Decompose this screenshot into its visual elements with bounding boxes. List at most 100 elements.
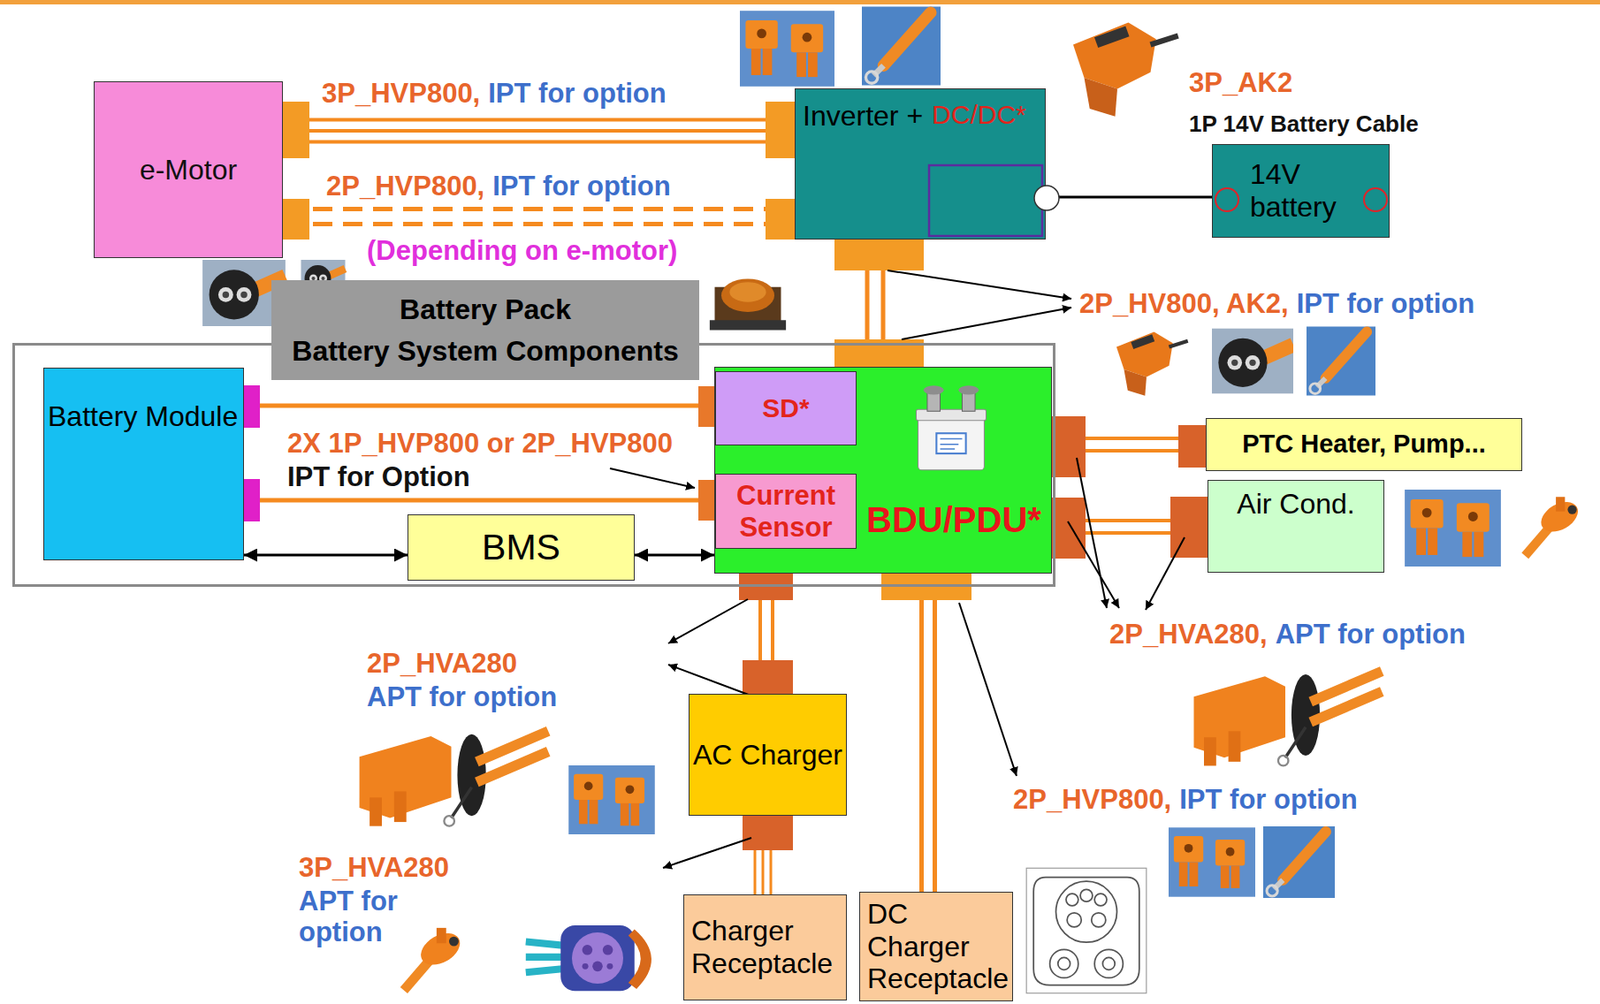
cable-spec-label: 2P_HVP800,	[326, 170, 485, 203]
connector-photo	[1404, 489, 1501, 567]
connector-line	[243, 403, 716, 409]
label-group: 2P_HVA280APT for option	[366, 647, 557, 713]
connector-line	[282, 140, 795, 145]
node-body: DC Charger Receptacle	[860, 892, 1013, 1001]
battery-module-box: Battery Module	[43, 367, 244, 561]
current-sensor-box: Current Sensor	[715, 473, 857, 549]
cable-spec-label: (Depending on e-motor)	[366, 235, 678, 267]
label-group: 2P_HVP800,IPT for option	[1013, 784, 1358, 816]
leader-arrow	[901, 307, 1072, 340]
hv-cable	[921, 573, 936, 892]
socket-photo	[709, 278, 786, 330]
label-group: 2X 1P_HVP800 or 2P_HVP800IPT for Option	[287, 427, 673, 493]
battery-terminal	[1363, 188, 1387, 212]
leader-arrow	[668, 599, 748, 644]
connector-layer	[243, 120, 1212, 896]
plug	[1170, 496, 1212, 558]
charging-inlet-photo	[525, 925, 652, 991]
label-group: 3P_HVP800,IPT for option	[321, 77, 667, 110]
connector-line	[243, 554, 408, 557]
cable-spec-label: IPT for Option	[287, 461, 471, 494]
node-body: Air Cond.	[1208, 480, 1384, 572]
box-text: DC Charger Receptacle	[867, 898, 1009, 996]
plugs	[238, 101, 1212, 851]
cable-spec-label: IPT for option	[492, 170, 671, 203]
node-body: PTC Heater, Pump...	[1206, 419, 1522, 471]
connector-line	[282, 129, 795, 133]
node-body: Battery PackBattery System Components	[271, 280, 700, 381]
plug	[742, 660, 793, 698]
bdu-box: BDU/PDU* SD* Current Sensor	[714, 366, 1052, 574]
box-text: Battery System Components	[291, 335, 679, 368]
motor-box: e-Motor	[93, 81, 283, 259]
hv-cable	[243, 405, 716, 407]
cable-spec-label: 2P_HVP800,	[1013, 784, 1172, 816]
ak2-connector-photo	[1116, 332, 1189, 397]
node-body: AC Charger	[689, 694, 846, 816]
leader-arrow	[959, 602, 1017, 777]
battery-14v-box: 14V battery	[1211, 144, 1390, 238]
node-body: BMS	[408, 515, 634, 580]
connector-line	[243, 498, 716, 503]
ccs-inlet-drawing	[1026, 868, 1147, 993]
cable-spec-label: 1P 14V Battery Cable	[1188, 111, 1419, 138]
cable-spec-label: 2P_HVA280,	[1109, 618, 1268, 651]
plug-photo	[1524, 495, 1584, 557]
leader-arrow	[662, 838, 752, 869]
hva-connector-photo	[1194, 671, 1383, 767]
box-text: AC Charger	[693, 739, 843, 772]
dcdc-section	[929, 165, 1043, 237]
node-body: Battery Module	[44, 368, 244, 560]
box-text: Battery Pack	[399, 293, 572, 327]
cable-spec-label: 3P_AK2	[1188, 67, 1293, 100]
connector-line	[1045, 196, 1212, 199]
connector-photos	[202, 7, 1584, 994]
round-connector-photo	[1211, 328, 1294, 395]
hv-cable	[282, 120, 795, 143]
box-text: Charger Receptacle	[691, 914, 839, 981]
ak2-connector-photo	[1073, 22, 1179, 117]
label-group: 2P_HVP800,IPT for option	[326, 170, 671, 203]
node-body: SD*	[716, 372, 856, 445]
cable-spec-label: 2X 1P_HVP800 or 2P_HVP800	[287, 427, 673, 460]
node-body: e-Motor	[94, 82, 282, 258]
ac-charger-box: AC Charger	[688, 693, 847, 816]
heater-box: PTC Heater, Pump...	[1205, 418, 1523, 472]
node-body: BDU/PDU*	[856, 466, 1052, 573]
plug	[765, 101, 798, 159]
cable-spec-label: 3P_HVP800,	[321, 77, 480, 110]
box-text: 14V battery	[1249, 158, 1352, 224]
plug	[1046, 416, 1086, 478]
leader-arrow	[887, 270, 1072, 299]
plug	[1178, 425, 1210, 468]
connector-line	[282, 206, 795, 212]
bms-box: BMS	[407, 514, 635, 581]
cable-spec-label: APT for option	[1275, 618, 1466, 651]
connector-line	[919, 573, 924, 892]
node-body: Current Sensor	[716, 474, 856, 549]
plug	[742, 812, 793, 851]
service-disconnect-box: SD*	[715, 371, 857, 446]
label-group: 3P_HVA280APT for option	[298, 852, 450, 949]
battery-terminal	[1215, 188, 1239, 212]
cable-spec-label: 3P_HVA280	[298, 852, 450, 884]
label-group: 1P 14V Battery Cable	[1188, 111, 1419, 138]
box-text: Inverter +	[802, 99, 923, 133]
label-group: 2P_HV800, AK2,IPT for option	[1079, 288, 1475, 320]
inverter-box: Inverter +DC/DC*	[794, 88, 1046, 240]
connector-line	[282, 118, 795, 122]
label-group: 3P_AK2	[1188, 67, 1293, 100]
plug-photo	[403, 927, 466, 991]
connector-line	[282, 221, 795, 227]
box-text: BDU/PDU*	[866, 499, 1042, 541]
air-conditioner-box: Air Cond.	[1207, 480, 1385, 573]
leader-arrow	[1145, 537, 1185, 610]
cable-spec-label: 2P_HV800, AK2,	[1079, 288, 1289, 320]
node-body: Charger Receptacle	[684, 895, 846, 1000]
lv-cable	[1045, 197, 1212, 199]
connector-line	[634, 554, 715, 557]
battery-pack-region: Battery PackBattery System ComponentsBat…	[12, 342, 1056, 587]
top-rule	[0, 0, 1600, 5]
hva-connector-photo	[359, 731, 549, 826]
